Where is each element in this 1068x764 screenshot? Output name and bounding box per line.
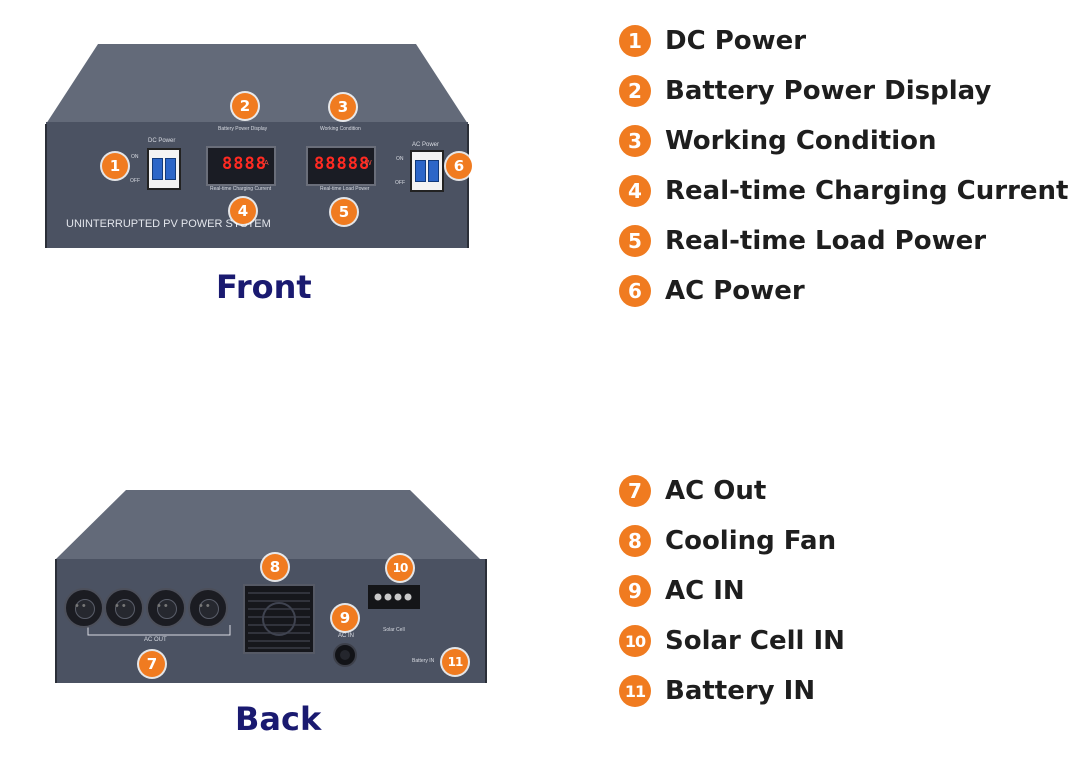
breaker-pole — [428, 160, 439, 182]
callout-6: 6 — [446, 153, 472, 179]
dc-power-panel-label: DC Power — [148, 138, 176, 144]
breaker-pole — [415, 160, 426, 182]
legend-item-label: Real-time Charging Current — [665, 176, 1068, 206]
ac-out-socket[interactable] — [146, 588, 186, 628]
legend-number-badge: 5 — [619, 225, 651, 257]
legend-item-label: Battery Power Display — [665, 76, 992, 106]
front-legend-list: 1 DC Power 2 Battery Power Display 3 Wor… — [619, 16, 1068, 316]
legend-item-label: AC Power — [665, 276, 805, 306]
legend-number-badge: 2 — [619, 75, 651, 107]
legend-item-cooling-fan: 8 Cooling Fan — [619, 516, 845, 566]
callout-2: 2 — [232, 93, 258, 119]
meter-digits: 8888 — [222, 154, 267, 174]
legend-number-badge: 7 — [619, 475, 651, 507]
meter-unit: W — [365, 160, 372, 167]
working-condition-panel-label: Working Condition — [320, 126, 361, 132]
callout-1: 1 — [102, 153, 128, 179]
back-device-image: AC OUT AC IN Solar Cell Battery IN 7 8 9… — [48, 485, 493, 690]
front-device-image: DC Power ON OFF Battery Power Display 88… — [40, 38, 480, 253]
back-legend-list: 7 AC Out 8 Cooling Fan 9 AC IN 10 Solar … — [619, 466, 845, 716]
ac-power-panel-label: AC Power — [412, 142, 440, 148]
legend-number-badge: 4 — [619, 175, 651, 207]
legend-number-badge: 9 — [619, 575, 651, 607]
ac-out-panel-label: AC OUT — [144, 637, 167, 643]
callout-10: 10 — [387, 555, 413, 581]
callout-3: 3 — [330, 94, 356, 120]
meter-unit: A — [264, 160, 269, 167]
legend-number-badge: 6 — [619, 275, 651, 307]
callout-7: 7 — [139, 651, 165, 677]
legend-item-label: AC Out — [665, 476, 767, 506]
legend-number-badge: 10 — [619, 625, 651, 657]
ac-out-socket[interactable] — [64, 588, 104, 628]
dc-on-label: ON — [131, 154, 139, 160]
callout-9: 9 — [332, 605, 358, 631]
battery-in-panel-label: Battery IN — [412, 658, 435, 664]
legend-item-label: DC Power — [665, 26, 807, 56]
legend-item-load-power: 5 Real-time Load Power — [619, 216, 1068, 266]
legend-item-dc-power: 1 DC Power — [619, 16, 1068, 66]
ac-breaker[interactable] — [410, 150, 444, 192]
legend-item-label: Cooling Fan — [665, 526, 837, 556]
callout-11: 11 — [442, 649, 468, 675]
legend-item-charging-current: 4 Real-time Charging Current — [619, 166, 1068, 216]
legend-item-battery-power-display: 2 Battery Power Display — [619, 66, 1068, 116]
solar-cell-panel-label: Solar Cell — [383, 627, 405, 633]
ac-out-socket[interactable] — [104, 588, 144, 628]
charging-current-meter: 8888 A — [206, 146, 276, 186]
load-power-panel-label: Real-time Load Power — [320, 186, 370, 192]
meter-digits: 88888 — [314, 154, 371, 174]
legend-number-badge: 11 — [619, 675, 651, 707]
callout-4: 4 — [230, 198, 256, 224]
legend-item-label: Real-time Load Power — [665, 226, 987, 256]
dc-off-label: OFF — [130, 178, 140, 184]
ac-off-label: OFF — [395, 180, 405, 186]
legend-item-label: Working Condition — [665, 126, 937, 156]
ac-on-label: ON — [396, 156, 404, 162]
callout-8: 8 — [262, 554, 288, 580]
legend-item-ac-in: 9 AC IN — [619, 566, 845, 616]
back-caption: Back — [235, 700, 322, 738]
breaker-pole — [165, 158, 176, 180]
legend-item-label: AC IN — [665, 576, 745, 606]
callout-5: 5 — [331, 199, 357, 225]
battery-power-display-label: Battery Power Display — [218, 126, 268, 132]
ac-out-socket[interactable] — [188, 588, 228, 628]
legend-number-badge: 8 — [619, 525, 651, 557]
breaker-pole — [152, 158, 163, 180]
legend-number-badge: 1 — [619, 25, 651, 57]
front-caption: Front — [216, 268, 312, 306]
legend-item-working-condition: 3 Working Condition — [619, 116, 1068, 166]
legend-item-ac-power: 6 AC Power — [619, 266, 1068, 316]
legend-item-battery-in: 11 Battery IN — [619, 666, 845, 716]
legend-number-badge: 3 — [619, 125, 651, 157]
load-power-meter: 88888 W — [306, 146, 376, 186]
legend-item-solar-cell-in: 10 Solar Cell IN — [619, 616, 845, 666]
legend-item-ac-out: 7 AC Out — [619, 466, 845, 516]
ac-in-panel-label: AC IN — [338, 633, 355, 639]
legend-item-label: Battery IN — [665, 676, 816, 706]
dc-breaker[interactable] — [147, 148, 181, 190]
legend-item-label: Solar Cell IN — [665, 626, 845, 656]
charging-current-panel-label: Real-time Charging Current — [210, 186, 272, 192]
system-name-label: UNINTERRUPTED PV POWER SYSTEM — [66, 218, 271, 230]
